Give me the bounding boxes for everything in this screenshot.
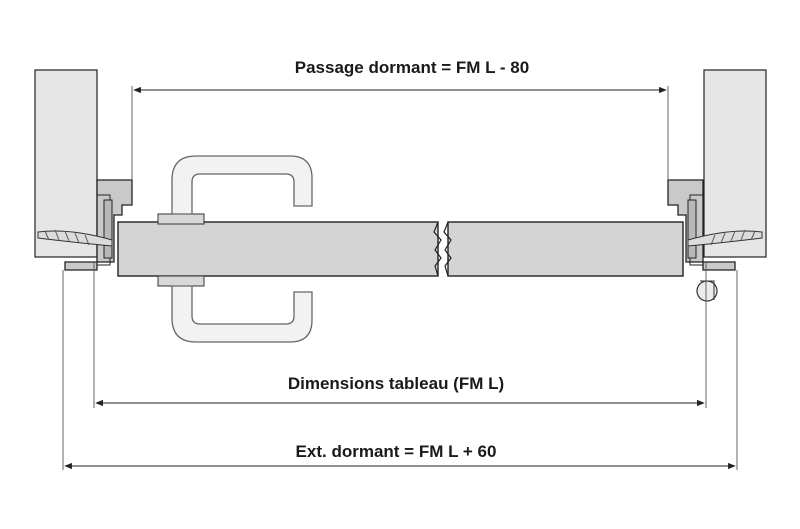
- exterior-dimension-label: Ext. dormant = FM L + 60: [295, 442, 497, 461]
- upper-lever-handle: [171, 155, 313, 215]
- right-wall: [703, 69, 767, 258]
- left-frame-profile: [64, 179, 133, 271]
- passage-dimension-label: Passage dormant = FM L - 80: [294, 58, 530, 77]
- tableau-dimension-label: Dimensions tableau (FM L): [287, 374, 505, 393]
- right-frame-profile: [667, 179, 736, 271]
- right-anchor-screw: [687, 229, 763, 247]
- hinge-knob: [696, 280, 718, 302]
- lower-lever-handle: [171, 285, 313, 343]
- left-wall: [34, 69, 98, 258]
- left-anchor-screw: [37, 229, 113, 247]
- extension-lines: [62, 86, 738, 470]
- door-leaf: [117, 221, 684, 277]
